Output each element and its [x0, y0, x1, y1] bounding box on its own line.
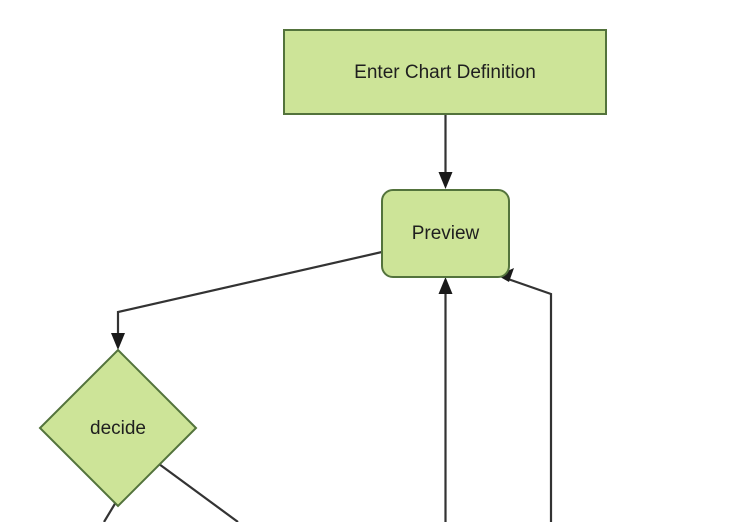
edge-return-center-to-preview-arrowhead	[438, 277, 453, 294]
decide-label: decide	[90, 418, 146, 439]
edge-enter-to-preview-arrowhead	[438, 172, 453, 189]
preview-shape[interactable]	[381, 189, 510, 278]
enter-chart-definition-shape[interactable]	[283, 29, 607, 115]
edge-return-right-to-preview-line	[507, 277, 553, 522]
edge-return-center-to-preview	[438, 277, 453, 522]
edge-decide-branch-left	[103, 501, 117, 522]
edge-preview-to-decide	[111, 250, 383, 350]
edge-return-right-to-preview	[497, 268, 553, 522]
node-enter-chart-definition[interactable]: Enter Chart Definition	[283, 29, 607, 115]
edge-enter-to-preview	[438, 114, 453, 189]
node-decide[interactable]: decide	[38, 348, 198, 508]
edge-preview-to-decide-arrowhead	[111, 333, 125, 350]
preview-label: Preview	[412, 223, 480, 244]
edge-decide-branch-right-line	[158, 463, 239, 522]
edge-preview-to-decide-line	[116, 250, 383, 339]
decide-shape[interactable]	[38, 348, 198, 508]
node-preview[interactable]: Preview	[381, 189, 510, 278]
enter-chart-definition-label: Enter Chart Definition	[354, 62, 536, 83]
edge-decide-branch-right	[158, 463, 239, 522]
edge-decide-branch-left-line	[103, 501, 117, 522]
